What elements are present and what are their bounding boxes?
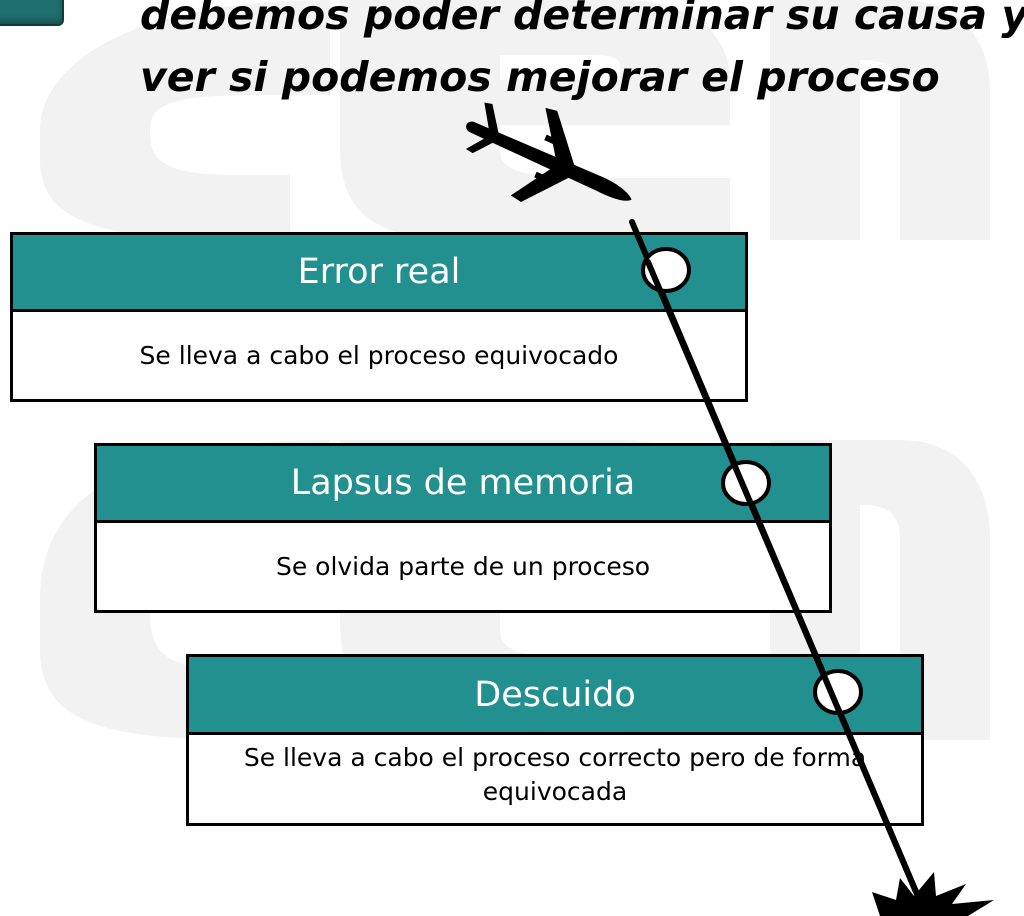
box-description: Se lleva a cabo el proceso equivocado: [139, 341, 619, 370]
box-description: Se olvida parte de un proceso: [275, 552, 651, 581]
box-heading: Descuido: [189, 657, 921, 735]
box-description: Se lleva a cabo el proceso correcto pero…: [243, 743, 867, 806]
box-heading: Error real: [13, 235, 745, 312]
slide-title: debemos poder determinar su causa y ver …: [140, 0, 1024, 108]
title-line-2: ver si podemos mejorar el proceso: [140, 53, 940, 101]
title-line-1: debemos poder determinar su causa y: [140, 0, 1024, 39]
lapsus-de-memoria-box: Lapsus de memoria Se olvida parte de un …: [94, 443, 832, 613]
nav-back-button[interactable]: [0, 0, 64, 26]
error-real-box: Error real Se lleva a cabo el proceso eq…: [10, 232, 748, 402]
descuido-box: Descuido Se lleva a cabo el proceso corr…: [186, 654, 924, 826]
box-heading: Lapsus de memoria: [97, 446, 829, 523]
